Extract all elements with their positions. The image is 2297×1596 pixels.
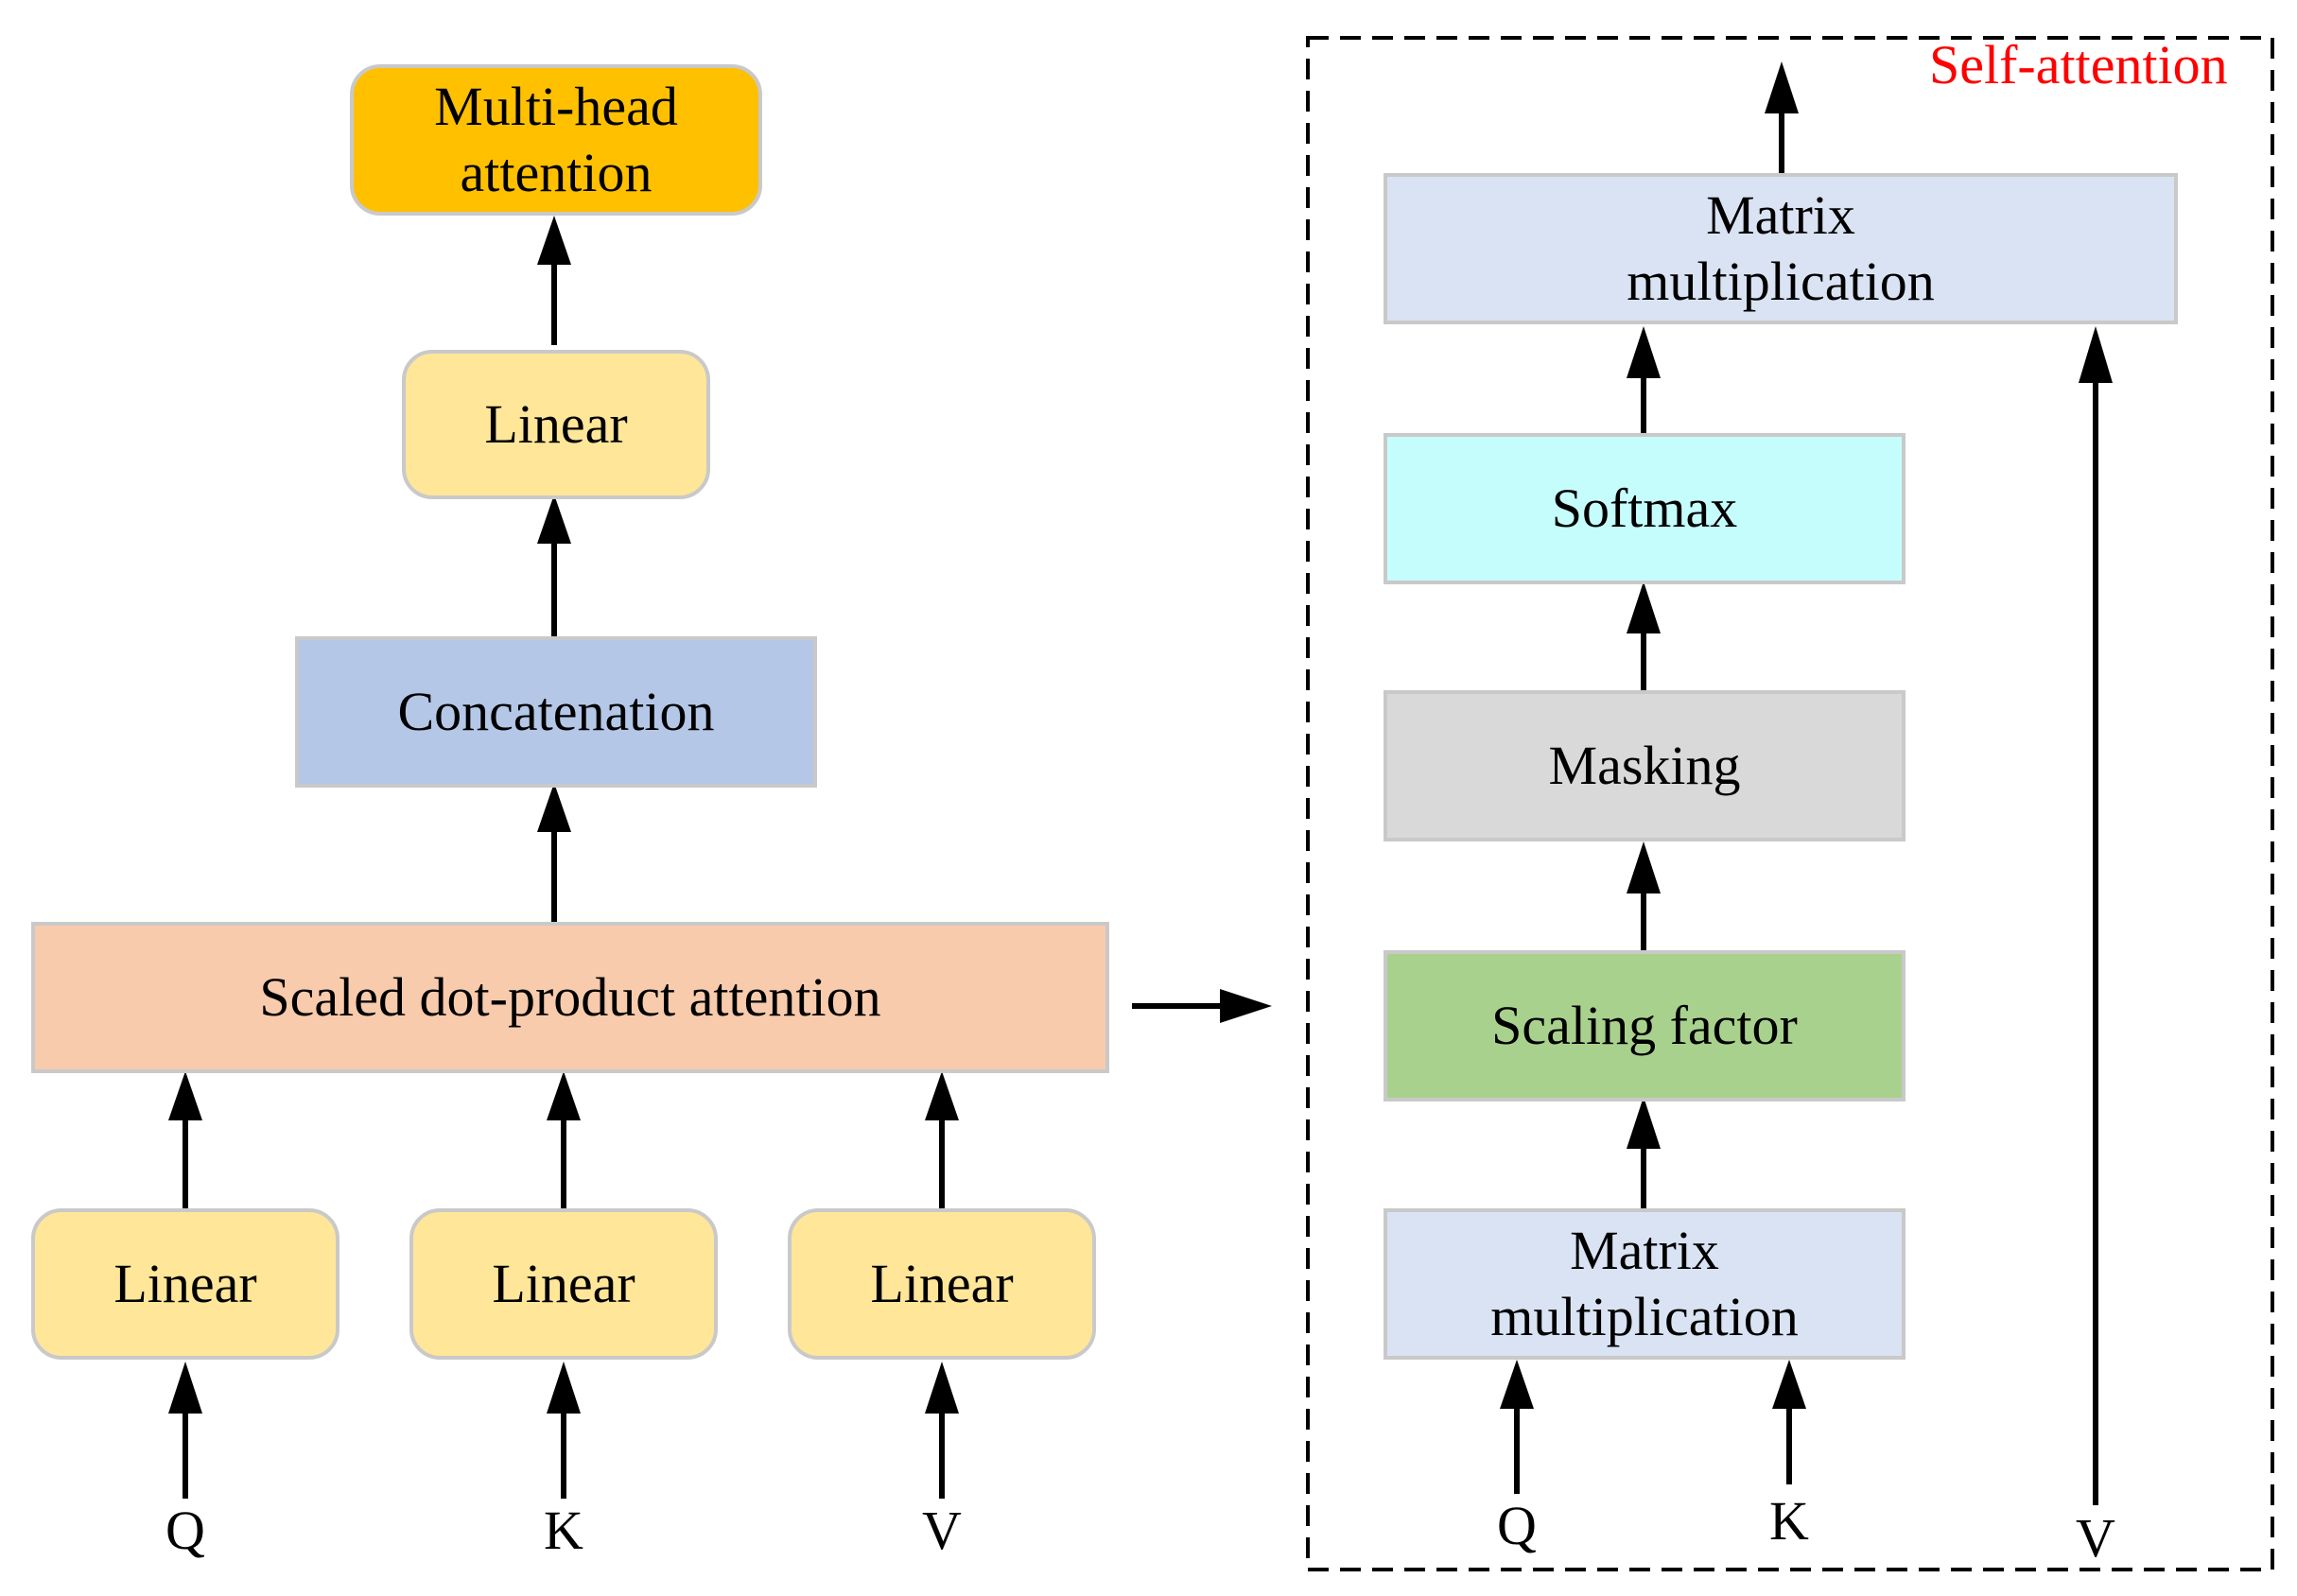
input-k-right: K — [1769, 1490, 1809, 1552]
scaled-dot-product-box: Scaled dot-product attention — [31, 922, 1109, 1073]
multihead-line2: attention — [460, 142, 653, 203]
linear-q-box: Linear — [31, 1208, 339, 1360]
self-attention-title: Self-attention — [1929, 34, 2228, 95]
matmul-bottom-box: Matrix multiplication — [1383, 1208, 1905, 1360]
scaling-factor-label: Scaling factor — [1491, 995, 1798, 1057]
scaled-dot-product-label: Scaled dot-product attention — [259, 966, 881, 1029]
linear-v-label: Linear — [870, 1253, 1014, 1315]
linear-q-label: Linear — [113, 1253, 257, 1315]
input-q-right: Q — [1497, 1495, 1537, 1556]
linear-v-box: Linear — [788, 1208, 1096, 1360]
masking-label: Masking — [1548, 735, 1741, 797]
masking-box: Masking — [1383, 690, 1905, 841]
linear-k-label: Linear — [492, 1253, 635, 1315]
matmul-bottom-line2: multiplication — [1490, 1286, 1799, 1347]
multihead-attention-box: Multi-head attention — [350, 64, 762, 216]
input-v-left: V — [922, 1500, 962, 1561]
softmax-label: Softmax — [1551, 477, 1738, 540]
input-v-right: V — [2076, 1507, 2115, 1569]
input-q-left: Q — [165, 1500, 205, 1561]
matmul-top-line1: Matrix — [1706, 184, 1855, 247]
linear-top-box: Linear — [402, 350, 710, 499]
multihead-line1: Multi-head — [434, 76, 678, 138]
softmax-box: Softmax — [1383, 433, 1905, 584]
concatenation-box: Concatenation — [295, 636, 817, 788]
scaling-factor-box: Scaling factor — [1383, 950, 1905, 1102]
matmul-bottom-line1: Matrix — [1570, 1220, 1719, 1282]
linear-k-box: Linear — [409, 1208, 718, 1360]
self-attention-frame — [1306, 36, 2274, 1571]
concatenation-label: Concatenation — [397, 681, 715, 743]
linear-top-label: Linear — [484, 393, 628, 456]
input-k-left: K — [544, 1500, 583, 1561]
matmul-top-box: Matrix multiplication — [1383, 173, 2178, 324]
matmul-top-line2: multiplication — [1627, 251, 1935, 312]
